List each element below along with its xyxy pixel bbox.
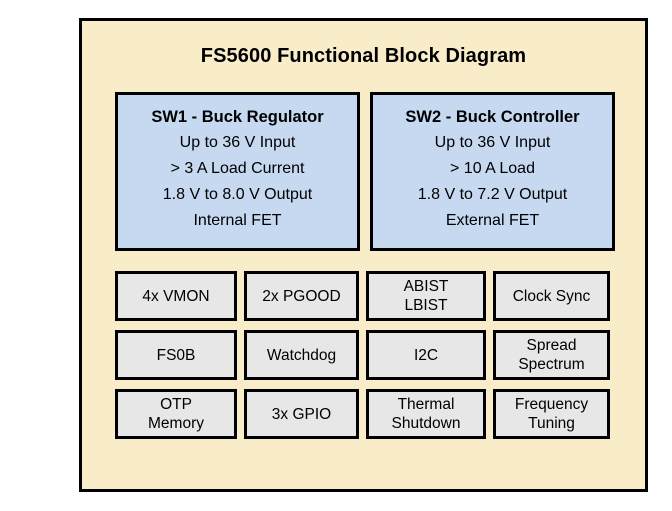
block-sw2-line-4: External FET	[445, 212, 540, 229]
block-sw1-line-4: Internal FET	[193, 212, 282, 229]
feature-box-clock-sync[interactable]: Clock Sync	[493, 271, 610, 321]
block-sw1-line-3: 1.8 V to 8.0 V Output	[162, 186, 313, 203]
block-sw2-line-2: > 10 A Load	[450, 160, 535, 177]
feature-box-gpio-line1: 3x GPIO	[271, 405, 332, 423]
page-title: FS5600 Functional Block Diagram	[200, 45, 527, 67]
feature-box-spread-spectrum[interactable]: Spread Spectrum	[493, 330, 610, 380]
feature-box-fs0b[interactable]: FS0B	[115, 330, 237, 380]
feature-box-abist-lbist-line1: ABIST	[403, 278, 449, 295]
feature-box-pgood-line1: 2x PGOOD	[262, 287, 341, 305]
feature-box-vmon-line1: 4x VMON	[142, 287, 210, 305]
block-sw2-line-1: Up to 36 V Input	[434, 134, 551, 151]
feature-box-watchdog-line1: Watchdog	[266, 346, 337, 364]
feature-box-watchdog[interactable]: Watchdog	[244, 330, 359, 380]
feature-box-vmon[interactable]: 4x VMON	[115, 271, 237, 321]
feature-box-frequency-tuning[interactable]: Frequency Tuning	[493, 389, 610, 439]
feature-box-otp-memory[interactable]: OTP Memory	[115, 389, 237, 439]
block-sw2-title: SW2 - Buck Controller	[405, 108, 580, 126]
block-sw1-buck-regulator[interactable]: SW1 - Buck Regulator Up to 36 V Input > …	[115, 92, 360, 251]
block-sw2-line-3: 1.8 V to 7.2 V Output	[417, 186, 568, 203]
feature-box-fs0b-line1: FS0B	[156, 346, 196, 364]
feature-box-thermal-shutdown-line2: Shutdown	[391, 415, 461, 432]
feature-box-abist-lbist[interactable]: ABIST LBIST	[366, 271, 486, 321]
feature-box-i2c-line1: I2C	[413, 346, 439, 364]
feature-box-pgood[interactable]: 2x PGOOD	[244, 271, 359, 321]
feature-box-i2c[interactable]: I2C	[366, 330, 486, 380]
block-sw1-title: SW1 - Buck Regulator	[151, 108, 324, 126]
feature-box-frequency-tuning-line1: Frequency	[514, 396, 589, 413]
functional-block-diagram-panel: FS5600 Functional Block Diagram SW1 - Bu…	[79, 18, 648, 492]
feature-box-clock-sync-line1: Clock Sync	[512, 287, 591, 305]
feature-box-otp-memory-line2: Memory	[148, 415, 204, 432]
block-sw1-line-2: > 3 A Load Current	[170, 160, 305, 177]
feature-box-gpio[interactable]: 3x GPIO	[244, 389, 359, 439]
feature-box-abist-lbist-line2: LBIST	[404, 297, 448, 314]
feature-box-spread-spectrum-line2: Spectrum	[518, 356, 585, 373]
feature-box-spread-spectrum-line1: Spread	[526, 337, 577, 354]
feature-box-frequency-tuning-line2: Tuning	[528, 415, 575, 432]
block-sw2-buck-controller[interactable]: SW2 - Buck Controller Up to 36 V Input >…	[370, 92, 615, 251]
feature-grid: 4x VMON 2x PGOOD ABIST LBIST Clock Sync …	[115, 271, 615, 439]
feature-box-thermal-shutdown-line1: Thermal	[397, 396, 455, 413]
feature-box-otp-memory-line1: OTP	[160, 396, 192, 413]
block-sw1-line-1: Up to 36 V Input	[179, 134, 296, 151]
feature-box-thermal-shutdown[interactable]: Thermal Shutdown	[366, 389, 486, 439]
